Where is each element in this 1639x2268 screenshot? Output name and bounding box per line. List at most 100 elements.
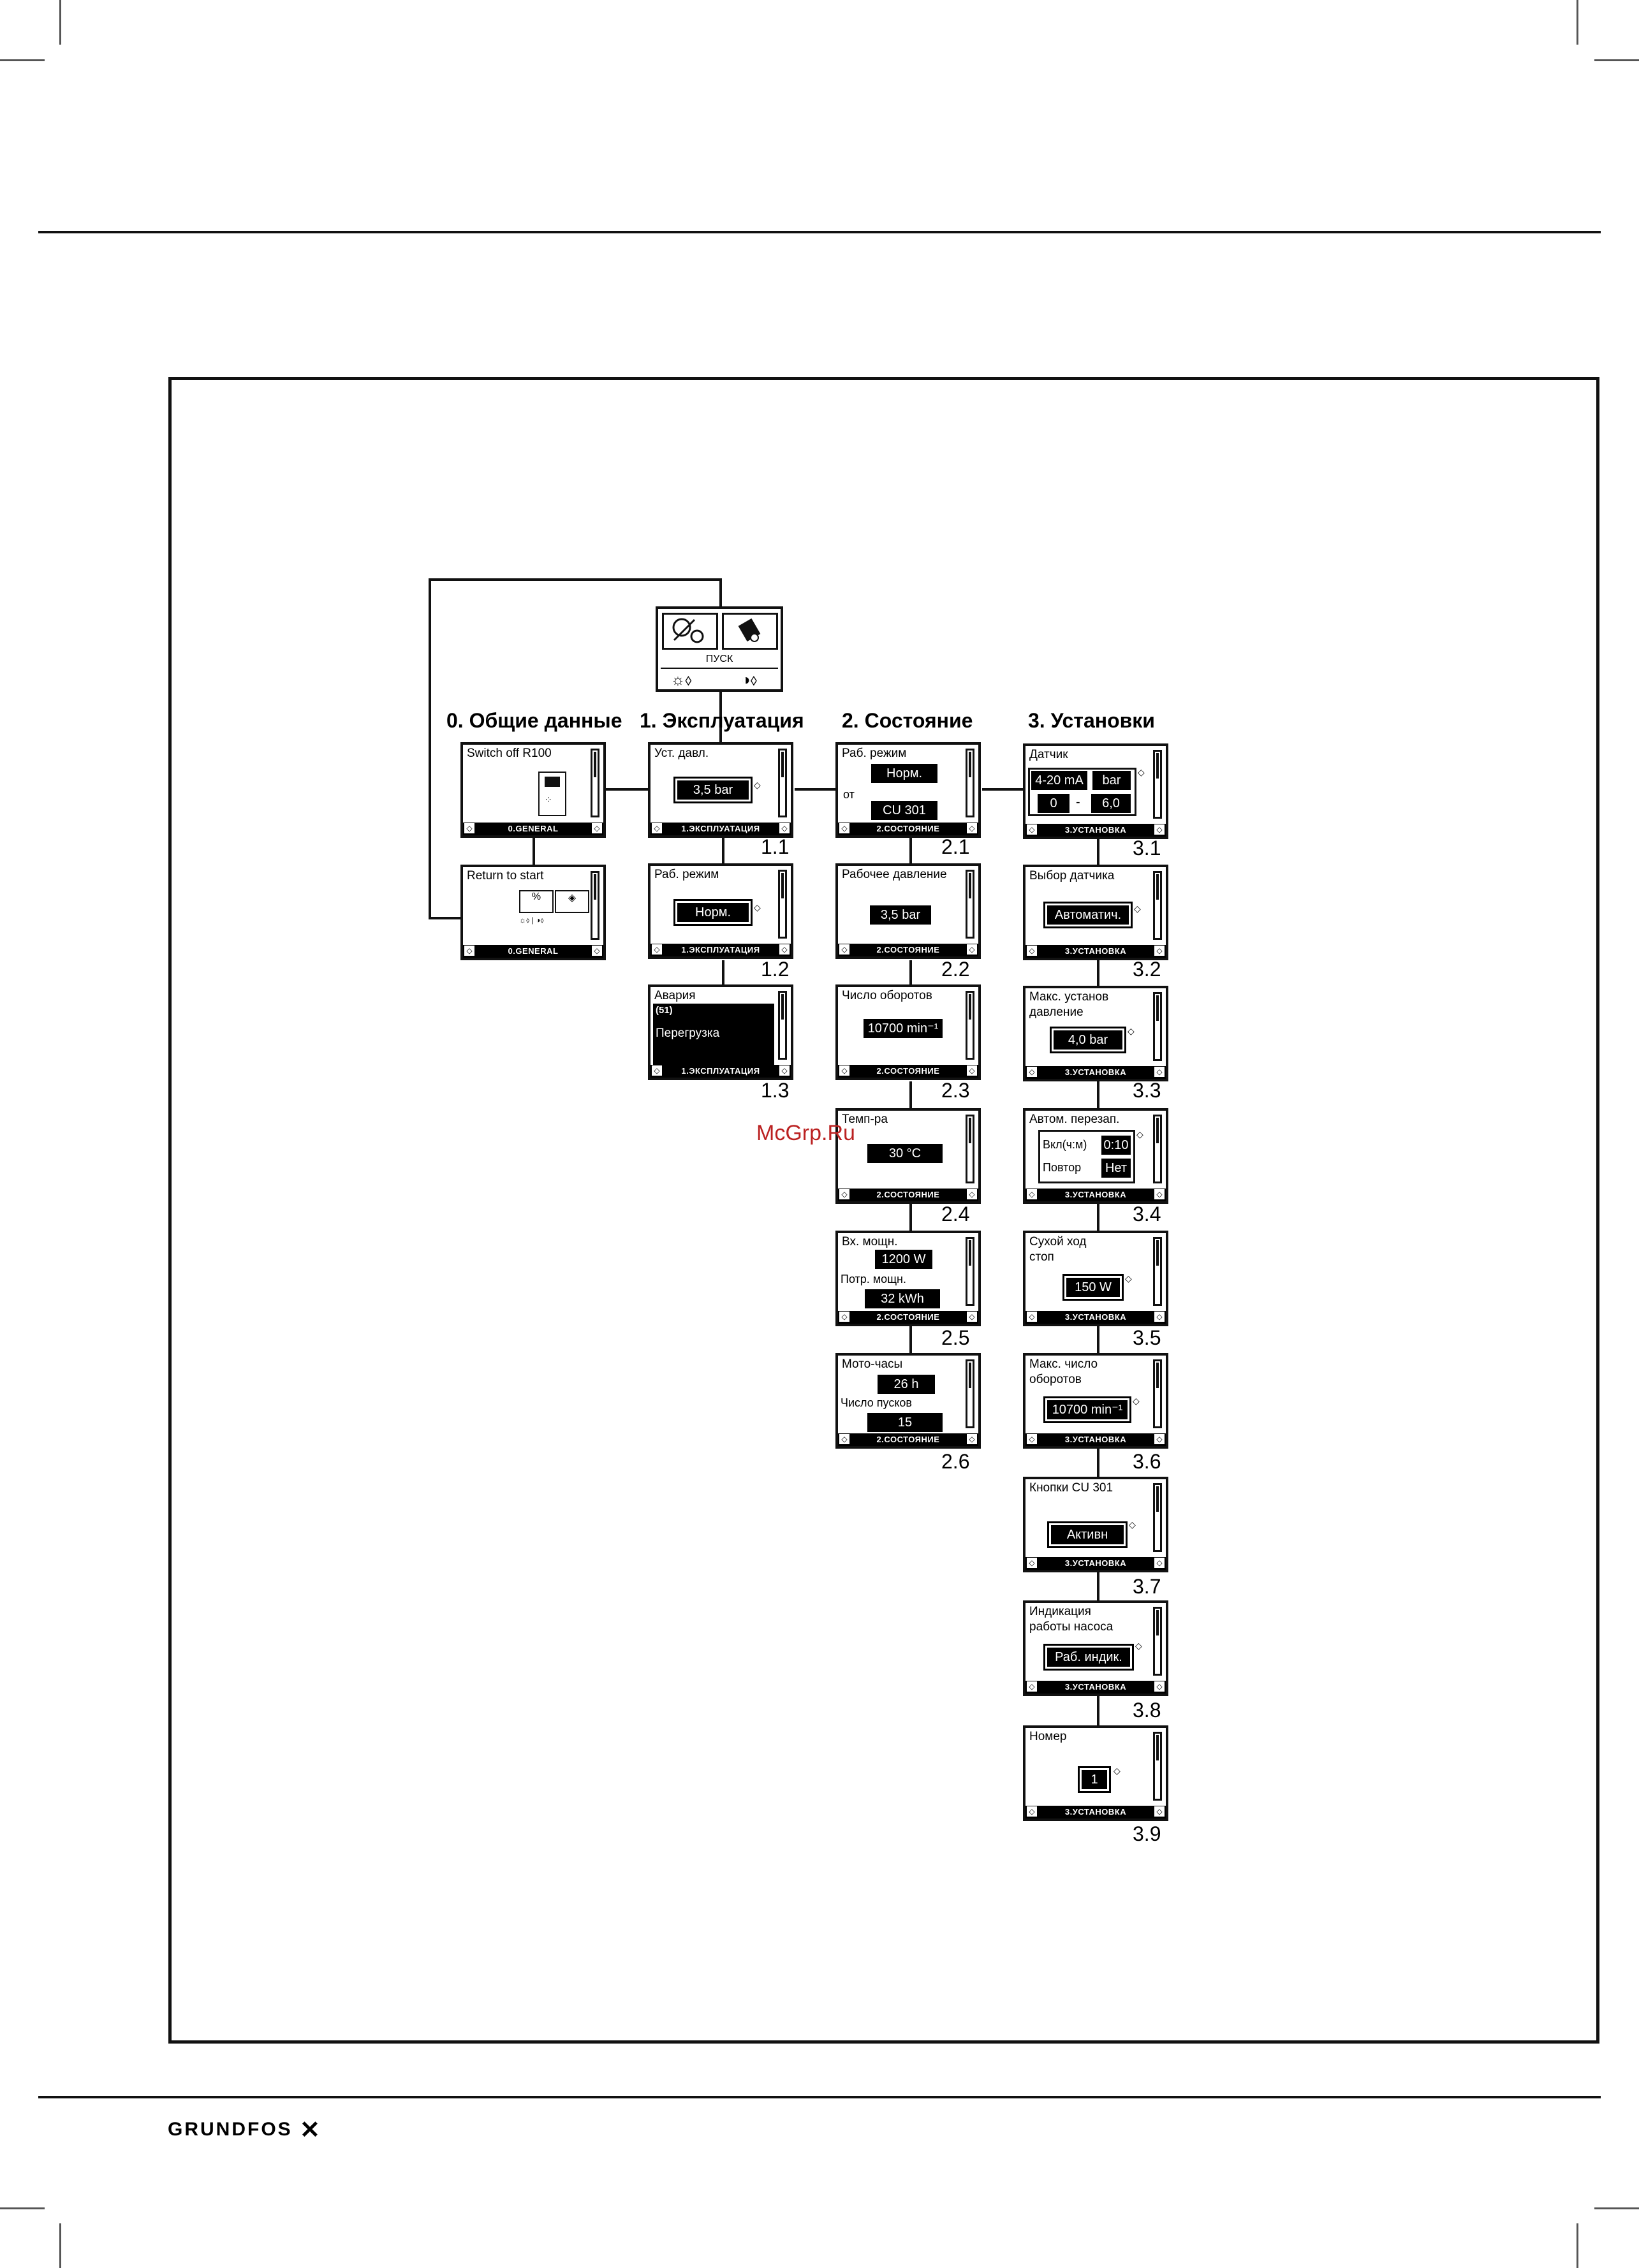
screen-title: Макс. установ bbox=[1029, 990, 1109, 1004]
screen-footer: ◇3.УСТАНОВКА◇ bbox=[1025, 1681, 1166, 1694]
screen-title-line2: стоп bbox=[1029, 1250, 1054, 1264]
screen-title: Индикация bbox=[1029, 1605, 1091, 1618]
updown-icon: ◇ bbox=[754, 780, 761, 790]
column-title: 3. Установки bbox=[1028, 709, 1155, 732]
alarm-code: (51) bbox=[656, 1005, 673, 1016]
screen-number: 3.4 bbox=[1133, 1203, 1161, 1225]
value-field: 10700 min⁻¹ bbox=[864, 1019, 943, 1038]
value-field: 150 W bbox=[1062, 1274, 1124, 1301]
connector bbox=[429, 578, 722, 581]
start-label: ПУСК bbox=[705, 654, 733, 664]
scrollbar bbox=[966, 1115, 974, 1183]
value-field: CU 301 bbox=[871, 801, 937, 820]
screen-title: Число оборотов bbox=[842, 989, 932, 1002]
screen-number: 3.6 bbox=[1133, 1450, 1161, 1473]
screen-switch-off-r100: Switch off R100 ⁘ ◇0.GENERAL◇ bbox=[460, 742, 606, 838]
connector bbox=[533, 838, 535, 865]
screen-return-to-start: Return to start % ◈ ☼⬨ | ◑⬨ ◇0.GENERAL◇ bbox=[460, 865, 606, 960]
connector bbox=[722, 838, 724, 865]
scrollbar bbox=[966, 749, 974, 817]
scrollbar bbox=[778, 991, 787, 1060]
screen-title: Автом. перезап. bbox=[1029, 1113, 1120, 1126]
screen-number: 3.7 bbox=[1133, 1575, 1161, 1598]
screen-footer: ◇1.ЭКСПЛУАТАЦИЯ◇ bbox=[650, 823, 791, 835]
connector bbox=[719, 691, 722, 743]
screen-footer: ◇2.СОСТОЯНИЕ◇ bbox=[838, 1433, 978, 1446]
connector bbox=[909, 1081, 912, 1108]
crop-mark bbox=[1594, 59, 1639, 61]
crop-mark bbox=[0, 59, 45, 61]
screen-title: Номер bbox=[1029, 1730, 1067, 1743]
connector bbox=[722, 960, 724, 984]
value-field: 3,5 bar bbox=[870, 905, 931, 925]
screen-title: Сухой ход bbox=[1029, 1235, 1087, 1248]
connector bbox=[429, 578, 431, 919]
screen-title: Авария bbox=[654, 989, 696, 1002]
screen-title-line2: оборотов bbox=[1029, 1373, 1082, 1386]
screen-title: Уст. давл. bbox=[654, 747, 709, 760]
crop-mark bbox=[1594, 2207, 1639, 2209]
screen-footer: ◇3.УСТАНОВКА◇ bbox=[1025, 1806, 1166, 1818]
value-field: 4,0 bar bbox=[1050, 1027, 1126, 1053]
brand-logo: GRUNDFOS ✕ bbox=[168, 2117, 322, 2144]
screen-number: 3.5 bbox=[1133, 1326, 1161, 1349]
scrollbar bbox=[1153, 992, 1162, 1061]
brightness-icon: ☼⬨ bbox=[671, 671, 692, 689]
remote-control-icon: ⁘ bbox=[538, 772, 566, 816]
screen-title: Датчик bbox=[1029, 748, 1068, 761]
value-field: 10700 min⁻¹ bbox=[1043, 1396, 1131, 1423]
scrollbar bbox=[1153, 1359, 1162, 1428]
connector bbox=[909, 960, 912, 986]
screen-footer: ◇2.СОСТОЯНИЕ◇ bbox=[838, 944, 978, 956]
column-title: 2. Состояние bbox=[842, 709, 973, 732]
field-label: Потр. мощн. bbox=[841, 1273, 906, 1285]
screen-number: 1.2 bbox=[761, 958, 790, 981]
screen-number: 2.3 bbox=[941, 1079, 970, 1102]
screen-3-2: Выбор датчика Автоматич. ◇ ◇3.УСТАНОВКА◇ bbox=[1023, 865, 1168, 960]
connector bbox=[909, 1326, 912, 1353]
scrollbar bbox=[1153, 1732, 1162, 1801]
updown-icon: ◇ bbox=[1138, 767, 1145, 777]
scrollbar bbox=[1153, 1115, 1162, 1183]
value-field: Раб. индик. bbox=[1043, 1644, 1134, 1671]
field-label: от bbox=[843, 788, 855, 801]
screen-footer: ◇2.СОСТОЯНИЕ◇ bbox=[838, 1311, 978, 1324]
screen-number: 3.9 bbox=[1133, 1822, 1161, 1845]
screen-2-5: Вх. мощн. 1200 W Потр. мощн. 32 kWh ◇2.С… bbox=[835, 1231, 981, 1326]
screen-title-line2: давление bbox=[1029, 1006, 1084, 1019]
screen-3-9: Номер 1 ◇ ◇3.УСТАНОВКА◇ bbox=[1023, 1725, 1168, 1821]
screen-title: Макс. число bbox=[1029, 1357, 1098, 1371]
grundfos-x-icon: ✕ bbox=[300, 2117, 322, 2144]
updown-icon: ◇ bbox=[1136, 1129, 1143, 1139]
screen-footer: ◇2.СОСТОЯНИЕ◇ bbox=[838, 1189, 978, 1201]
value-field: 32 kWh bbox=[865, 1289, 940, 1308]
value-field: 1 bbox=[1078, 1766, 1111, 1793]
screen-footer: ◇3.УСТАНОВКА◇ bbox=[1025, 945, 1166, 958]
footer-rule bbox=[38, 2096, 1601, 2098]
screen-title: Выбор датчика bbox=[1029, 869, 1115, 882]
screen-footer: ◇3.УСТАНОВКА◇ bbox=[1025, 1311, 1166, 1324]
screen-1-3: Авария (51) Перегрузка ◇1.ЭКСПЛУАТАЦИЯ◇ bbox=[648, 984, 793, 1080]
crop-mark bbox=[59, 0, 61, 45]
screen-title: Кнопки CU 301 bbox=[1029, 1481, 1113, 1495]
settings-icon bbox=[722, 613, 778, 650]
scrollbar bbox=[778, 870, 787, 939]
updown-icon: ◇ bbox=[1133, 1396, 1140, 1406]
figure-frame bbox=[168, 377, 1599, 2044]
screen-number: 3.2 bbox=[1133, 958, 1161, 981]
restart-box: Вкл(ч:м) 0:10 Повтор Нет bbox=[1038, 1130, 1135, 1183]
screen-1-1: Уст. давл. 3,5 bar ◇ ◇1.ЭКСПЛУАТАЦИЯ◇ bbox=[648, 742, 793, 838]
screen-2-1: Раб. режим Норм. от CU 301 ◇2.СОСТОЯНИЕ◇ bbox=[835, 742, 981, 838]
screen-footer: ◇0.GENERAL◇ bbox=[463, 823, 603, 835]
screen-number: 1.1 bbox=[761, 835, 790, 858]
screen-footer: ◇0.GENERAL◇ bbox=[463, 945, 603, 958]
scrollbar bbox=[1153, 871, 1162, 940]
contrast-icon: ◑⬨ bbox=[741, 671, 758, 689]
screen-footer: ◇2.СОСТОЯНИЕ◇ bbox=[838, 823, 978, 835]
value-field: Норм. bbox=[871, 764, 937, 783]
value-field: 26 h bbox=[878, 1375, 935, 1394]
scrollbar bbox=[591, 749, 599, 817]
screen-title: Темп-ра bbox=[842, 1113, 888, 1126]
screen-3-3: Макс. установ давление 4,0 bar ◇ ◇3.УСТА… bbox=[1023, 986, 1168, 1081]
screen-footer: ◇2.СОСТОЯНИЕ◇ bbox=[838, 1065, 978, 1078]
